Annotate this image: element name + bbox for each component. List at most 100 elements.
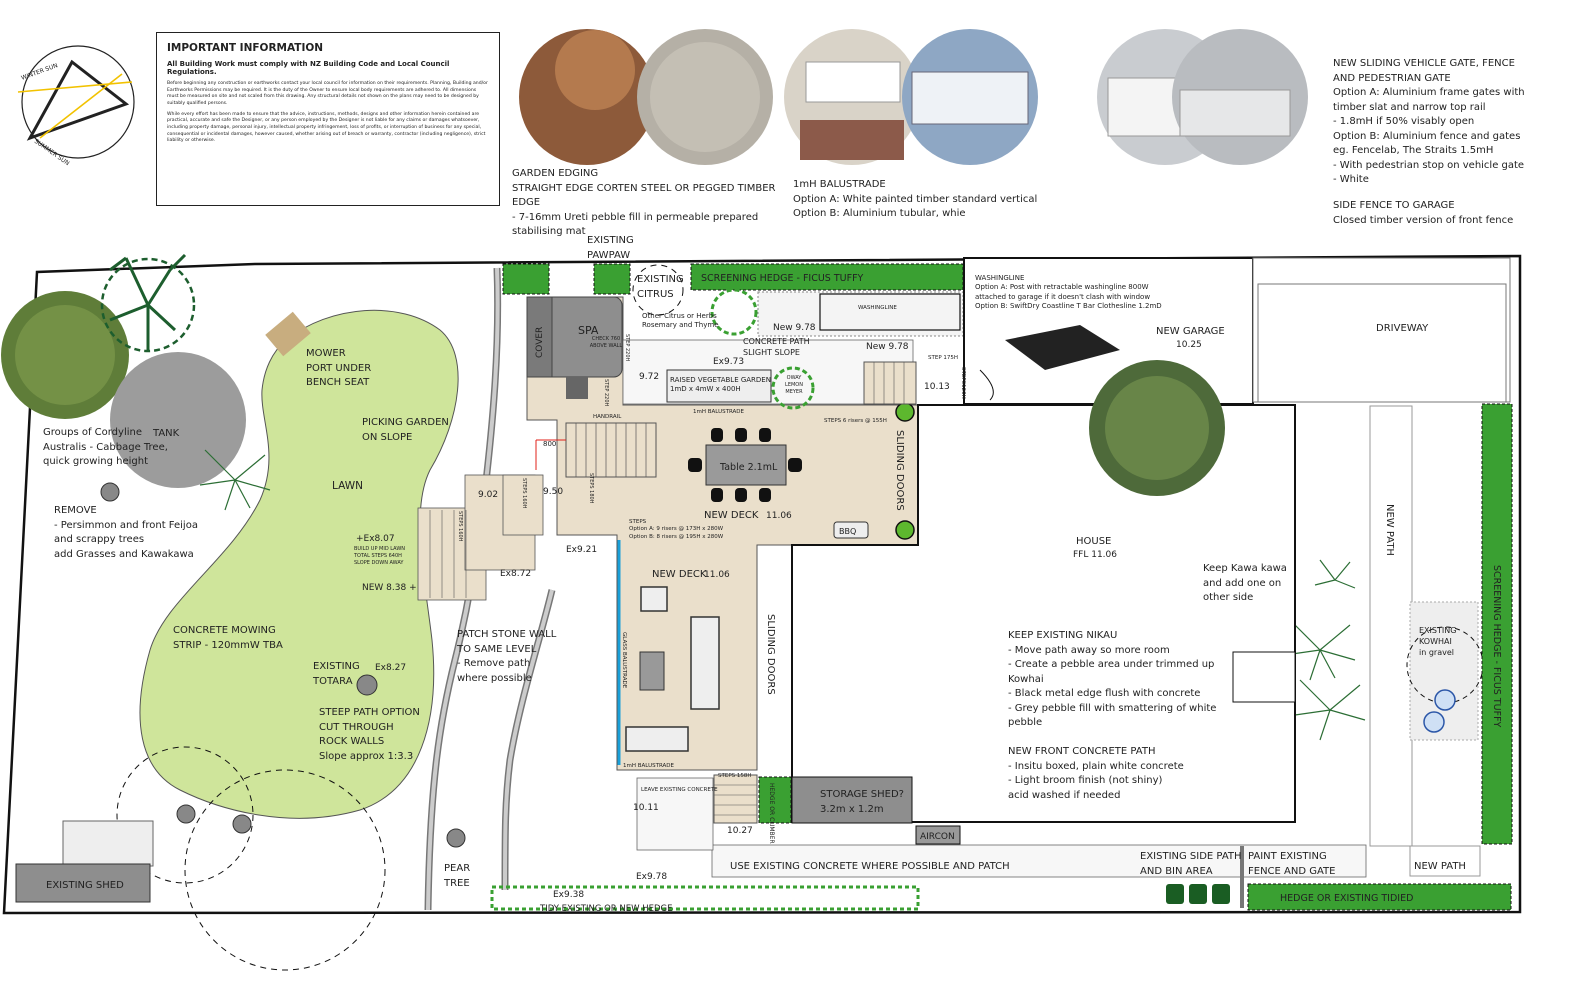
- steps-160h-b: STEPS 160H: [521, 478, 527, 509]
- garden-edging-note: GARDEN EDGING STRAIGHT EDGE CORTEN STEEL…: [512, 168, 776, 237]
- new-deck-label-2: NEW DECK: [652, 569, 707, 580]
- level: Ex9.38: [553, 890, 584, 900]
- level: Ex9.73: [713, 357, 744, 367]
- bbq-label: BBQ: [839, 527, 856, 536]
- reference-photos: [519, 29, 1308, 165]
- steps-note: STEPS Option A: 9 risers @ 173H x 280W O…: [629, 519, 724, 540]
- washingline: [819, 293, 961, 331]
- info-title: IMPORTANT INFORMATION: [167, 42, 324, 54]
- sliding-doors-label: SLIDING DOORS: [894, 430, 905, 511]
- lemon-note: OWAY LEMON MEYER: [785, 375, 803, 395]
- level: 10.25: [1176, 340, 1202, 350]
- lawn-area: [139, 309, 459, 819]
- balustrade-label: 1mH BALUSTRADE: [693, 409, 745, 415]
- new-path-label-2: NEW PATH: [1414, 861, 1466, 872]
- steps-6-risers: STEPS 6 risers @ 155H: [824, 418, 887, 424]
- sliding-gate-note: NEW SLIDING VEHICLE GATE, FENCE AND PEDE…: [1333, 58, 1525, 185]
- washingline-note: WASHINGLINE Option A: Post with retracta…: [975, 274, 1162, 311]
- tree-canopy-outlines: [116, 264, 684, 971]
- bin: [1166, 884, 1184, 904]
- steps-158: STEPS 158H: [718, 773, 752, 779]
- storage-shed: [791, 776, 913, 824]
- handrail-label: HANDRAIL: [593, 414, 622, 420]
- level: NEW 8.38 +: [362, 583, 417, 593]
- existing-shed: [15, 863, 151, 903]
- important-info-box: IMPORTANT INFORMATION All Building Work …: [156, 32, 500, 206]
- steps-180h: STEPS 180H: [588, 473, 594, 504]
- level: 10.11: [633, 803, 659, 813]
- tank: [110, 352, 246, 488]
- concrete-path-note: CONCRETE PATH SLIGHT SLOPE: [743, 337, 810, 357]
- balustrade-note: 1mH BALUSTRADE Option A: White painted t…: [793, 179, 1038, 219]
- level: New 9.78: [773, 323, 816, 333]
- washingline-pebble: [757, 291, 964, 337]
- level: 10.27: [727, 826, 753, 836]
- step-220-b: STEP 220H: [624, 334, 630, 362]
- existing-pawpaw-note: EXISTING PAWPAW: [587, 235, 634, 261]
- tree-dots: [100, 276, 614, 848]
- house-ffl: FFL 11.06: [1073, 550, 1117, 560]
- cover-label: COVER: [535, 327, 545, 358]
- mower-port: [265, 311, 311, 357]
- mowing-strip-note: CONCRETE MOWING STRIP - 120mmW TBA: [173, 625, 283, 651]
- level: +Ex8.07: [356, 534, 395, 544]
- steep-path-note: STEEP PATH OPTION CUT THROUGH ROCK WALLS…: [319, 707, 420, 762]
- sun-diagram: WINTER SUN SUMMER SUN: [17, 45, 135, 167]
- level: 11.06: [766, 511, 792, 521]
- cordyline-note: Groups of Cordyline Australis - Cabbage …: [43, 427, 168, 467]
- dining-table: [705, 444, 787, 486]
- hedge-side-label: SCREENING HEDGE - FICUS TUFFY: [1491, 565, 1502, 728]
- deck-upper: [526, 296, 919, 771]
- side-path-note: EXISTING SIDE PATH AND BIN AREA: [1140, 851, 1242, 877]
- coffee-table: [639, 651, 665, 691]
- existing-totara-note: EXISTING TOTARA: [313, 661, 360, 687]
- veg-garden-note: RAISED VEGETABLE GARDEN 1mD x 4mW x 400H: [670, 376, 771, 394]
- hedge-climber-label: HEDGE OR CLIMBER: [768, 783, 775, 844]
- pebble-flower: [1434, 689, 1456, 711]
- hedge-top-label: SCREENING HEDGE - FICUS TUFFY: [701, 273, 864, 284]
- info-subtitle: All Building Work must comply with NZ Bu…: [167, 60, 450, 76]
- raised-veg-garden: [666, 369, 772, 403]
- bin: [1212, 884, 1230, 904]
- existing-shed-label: EXISTING SHED: [46, 880, 124, 891]
- kowhai-note: EXISTING KOWHAI in gravel: [1419, 626, 1457, 657]
- steps-120: STEPS120H: [960, 367, 966, 399]
- concrete-side: [711, 844, 1367, 878]
- balustrade-label-2: 1mH BALUSTRADE: [623, 763, 675, 769]
- plan-labels: TANK LAWN SPA COVER Table 2.1mL NEW DECK…: [46, 273, 1502, 914]
- spa-label: SPA: [578, 324, 599, 337]
- bin: [1189, 884, 1207, 904]
- aircon-label: AIRCON: [920, 832, 955, 842]
- spa-check-note: CHECK 760 ABOVE WALL: [589, 336, 623, 349]
- tidy-hedge-label: TIDY EXISTING OR NEW HEDGE: [539, 904, 673, 914]
- winter-sun-label: WINTER SUN: [20, 62, 58, 82]
- new-garage: [963, 257, 1254, 405]
- spa-cover: [526, 296, 553, 378]
- sofa-2: [625, 726, 689, 752]
- other-citrus-note: Other Citrus or Herbs Rosemary and Thyme: [642, 312, 719, 330]
- use-existing-label: USE EXISTING CONCRETE WHERE POSSIBLE AND…: [730, 861, 1010, 872]
- bbq: [833, 521, 869, 539]
- hedge-front: [1247, 883, 1512, 911]
- build-up-note: BUILD UP MID LAWN TOTAL STEPS 640H SLOPE…: [354, 546, 406, 566]
- washingline-small-label: WASHINGLINE: [858, 305, 897, 311]
- lower-steps: [713, 774, 758, 824]
- level: 9.02: [478, 490, 498, 500]
- patch-stone-note: PATCH STONE WALL TO SAME LEVEL - Remove …: [457, 629, 557, 684]
- remove-note: REMOVE - Persimmon and front Feijoa and …: [54, 505, 198, 560]
- lawn-label: LAWN: [332, 480, 363, 492]
- kawakawa-note: Keep Kawa kawa and add one on other side: [1203, 563, 1287, 603]
- driveway-label: DRIVEWAY: [1376, 323, 1429, 334]
- tank-label: TANK: [152, 428, 180, 439]
- chairs: [688, 428, 802, 502]
- leave-concrete-label: LEAVE EXISTING CONCRETE: [641, 787, 718, 793]
- summer-sun-label: SUMMER SUN: [33, 138, 71, 167]
- table-label: Table 2.1mL: [719, 462, 778, 473]
- hedge-front-label: HEDGE OR EXISTING TIDIED: [1280, 893, 1413, 904]
- level: 9.50: [543, 487, 563, 497]
- level: Ex8.27: [375, 663, 406, 673]
- sliding-doors-label-2: SLIDING DOORS: [765, 614, 776, 695]
- glass-balustrade-label: GLASS BALUSTRADE: [621, 632, 627, 689]
- hedge-top: [502, 263, 550, 295]
